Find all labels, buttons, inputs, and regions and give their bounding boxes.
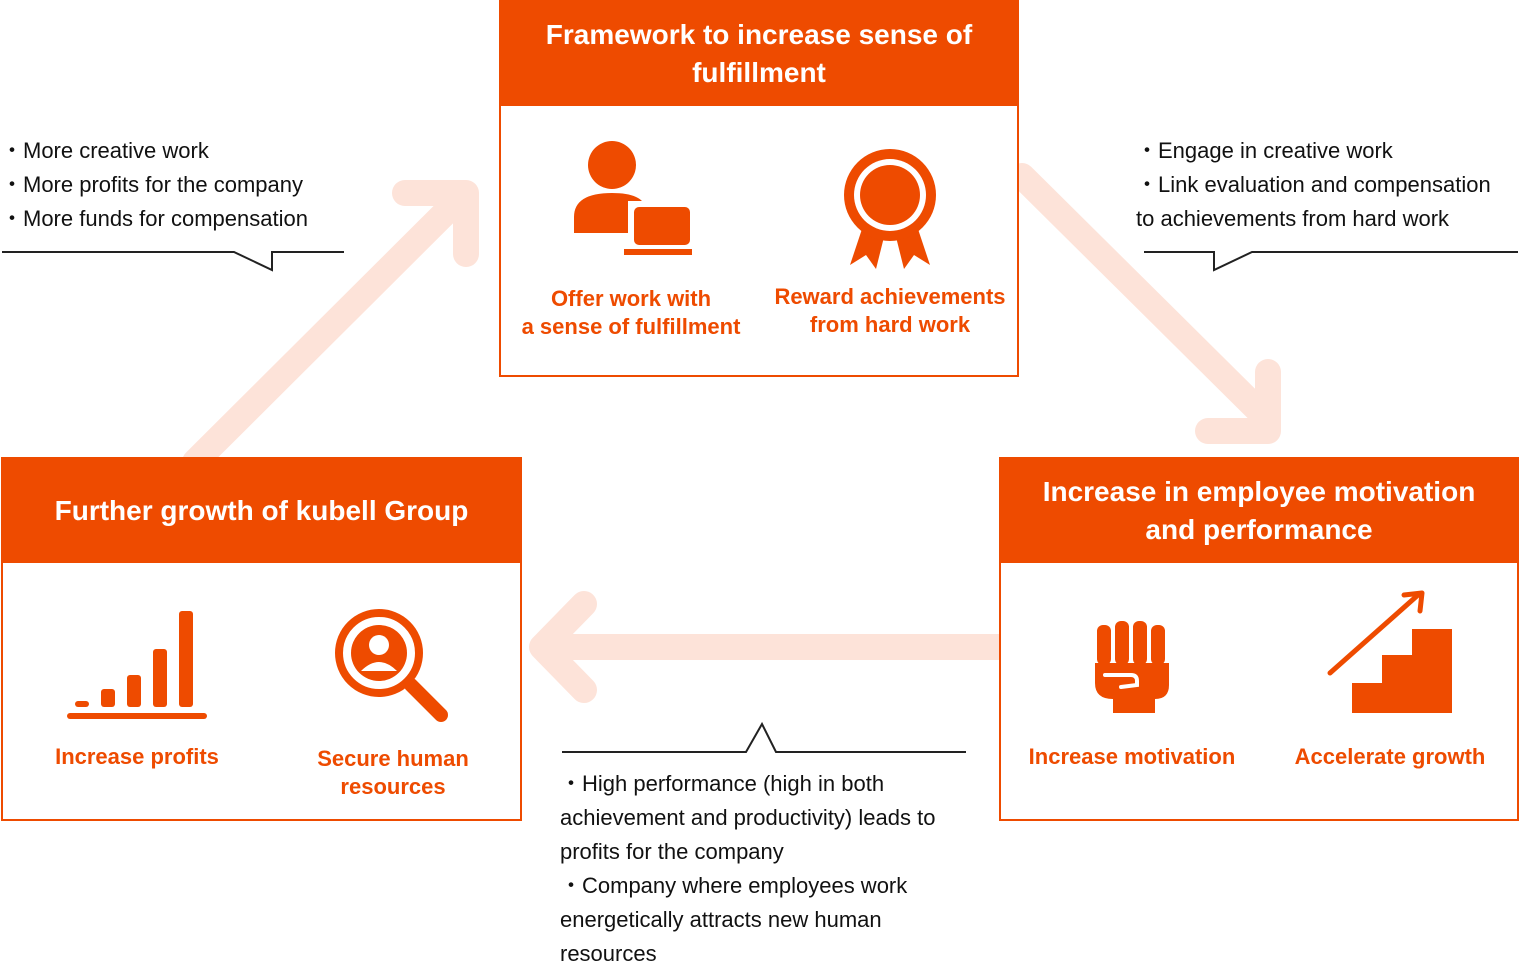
note-line: to achievements from hard work [1136, 206, 1450, 231]
callout-line-top-left [2, 251, 344, 272]
note-line: resources [560, 941, 657, 966]
award-ribbon-icon [844, 149, 936, 269]
stairs-growth-icon [1327, 590, 1452, 713]
arrow-growth-to-framework [182, 190, 468, 475]
raised-fist-icon [1095, 621, 1169, 713]
motivation-card: Increase in employee motivation and perf… [999, 457, 1519, 821]
note-line: ・Company where employees work [560, 873, 908, 898]
growth-item-human-resources: Secure human resources [267, 607, 519, 801]
growth-item-profits: Increase profits [13, 607, 261, 771]
motivation-item-label: Increase motivation [1028, 744, 1236, 769]
framework-item-label: Offer work with a sense of fulfillment [521, 286, 741, 339]
note-line: ・High performance (high in both [560, 771, 885, 796]
motivation-item-growth: Accelerate growth [1263, 589, 1517, 771]
growth-title: Further growth of kubell Group [3, 459, 520, 563]
motivation-title: Increase in employee motivation and perf… [1001, 459, 1517, 563]
growth-item-label: Increase profits [55, 744, 219, 769]
note-line: energetically attracts new human [560, 907, 882, 932]
framework-item-offer-work: Offer work with a sense of fulfillment [511, 137, 751, 341]
note-top-right: ・Engage in creative work ・Link evaluatio… [1136, 134, 1491, 236]
note-line: ・More profits for the company [1, 172, 304, 197]
framework-item-reward: Reward achievements from hard work [761, 147, 1019, 339]
arrow-motivation-to-growth-head [529, 591, 597, 703]
framework-title: Framework to increase sense of fulfillme… [501, 2, 1017, 106]
growth-card: Further growth of kubell Group Increase … [1, 457, 522, 821]
motivation-item-motivation: Increase motivation [1011, 619, 1253, 771]
framework-item-label: Reward achievements from hard work [774, 284, 1006, 337]
note-line: ・Link evaluation and compensation [1136, 172, 1491, 197]
callout-line-bottom [562, 721, 966, 753]
framework-card: Framework to increase sense of fulfillme… [499, 0, 1019, 377]
motivation-item-label: Accelerate growth [1294, 744, 1486, 769]
note-line: profits for the company [560, 839, 784, 864]
note-line: achievement and productivity) leads to [560, 805, 936, 830]
note-top-left: ・More creative work ・More profits for th… [1, 134, 308, 236]
note-line: ・More funds for compensation [1, 206, 308, 231]
note-bottom-center: ・High performance (high in both achievem… [560, 767, 935, 971]
magnifier-person-icon [335, 609, 448, 722]
arrow-growth-to-framework-head [392, 180, 479, 267]
person-laptop-icon [574, 141, 692, 255]
arrow-framework-to-motivation-head [1195, 359, 1281, 444]
note-line: ・More creative work [1, 138, 209, 163]
arrow-framework-to-motivation [1009, 163, 1271, 423]
callout-line-top-right [1144, 251, 1518, 272]
bar-chart-icon [67, 611, 207, 719]
note-line: ・Engage in creative work [1136, 138, 1393, 163]
growth-item-label: Secure human resources [317, 746, 469, 799]
